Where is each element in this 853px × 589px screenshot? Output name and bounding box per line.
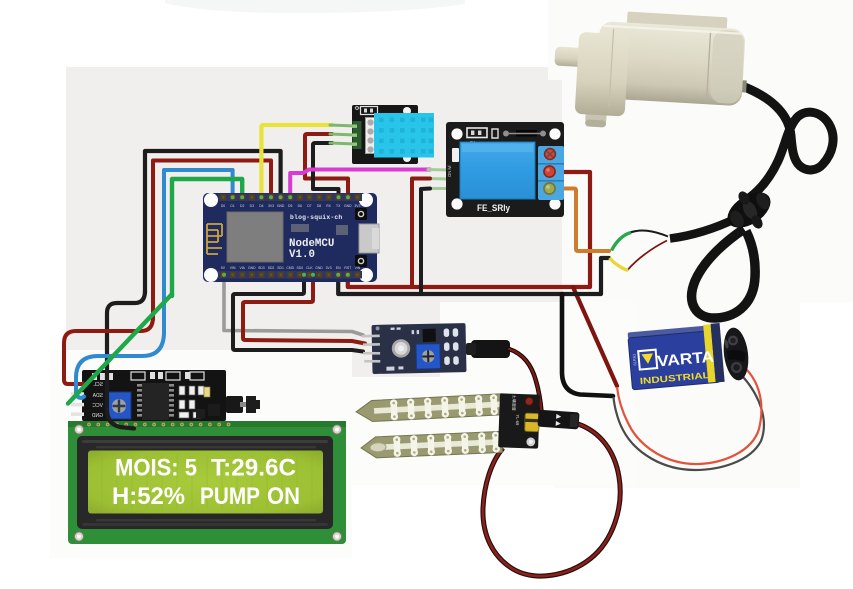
svg-text:T:29.6C: T:29.6C	[211, 455, 296, 482]
svg-text:V1.0: V1.0	[289, 249, 315, 261]
svg-text:EN: EN	[336, 266, 341, 270]
svg-text:RX: RX	[326, 204, 331, 208]
svg-text:TX: TX	[336, 204, 341, 208]
svg-text:VCC: VCC	[92, 403, 103, 409]
svg-text:VARTA: VARTA	[656, 349, 714, 371]
svg-text:D1: D1	[230, 204, 234, 208]
svg-text:D4: D4	[259, 204, 263, 208]
svg-text:3V3: 3V3	[326, 266, 332, 270]
svg-text:ON lvl: ON lvl	[447, 166, 452, 177]
svg-text:6LR61: 6LR61	[631, 353, 637, 366]
svg-text:3V3: 3V3	[268, 204, 274, 208]
svg-text:H:52%: H:52%	[112, 483, 185, 510]
svg-text:SD3: SD3	[258, 266, 265, 270]
svg-text:GND: GND	[315, 266, 323, 270]
svg-text:GND: GND	[277, 204, 285, 208]
svg-text:CLK: CLK	[306, 266, 313, 270]
svg-text:SD1: SD1	[277, 266, 284, 270]
svg-text:ON: ON	[267, 483, 300, 510]
svg-text:土壤湿度: 土壤湿度	[511, 395, 518, 411]
svg-text:D3: D3	[250, 204, 254, 208]
svg-text:GND: GND	[248, 266, 256, 270]
svg-text:D8: D8	[317, 204, 321, 208]
svg-text:GND: GND	[92, 413, 104, 419]
svg-text:D5: D5	[288, 204, 292, 208]
svg-text:MOIS: 5: MOIS: 5	[115, 455, 197, 482]
svg-text:D7: D7	[307, 204, 311, 208]
svg-text:5V: 5V	[221, 266, 226, 270]
svg-text:SDA: SDA	[92, 393, 103, 399]
svg-text:SCL: SCL	[93, 382, 103, 388]
svg-text:YL-69: YL-69	[515, 414, 520, 426]
svg-text:D0: D0	[221, 204, 225, 208]
svg-text:blog-squix-ch: blog-squix-ch	[290, 214, 342, 221]
svg-text:NodeMCU: NodeMCU	[289, 238, 334, 250]
svg-text:CMD: CMD	[286, 266, 294, 270]
svg-text:3V3: 3V3	[354, 204, 360, 208]
svg-text:RST: RST	[344, 266, 351, 270]
svg-text:PUMP: PUMP	[200, 483, 260, 510]
svg-text:SD2: SD2	[268, 266, 275, 270]
svg-text:D2: D2	[240, 204, 244, 208]
svg-text:VIA: VIA	[239, 266, 245, 270]
svg-text:VIN: VIN	[355, 266, 361, 270]
svg-text:SD0: SD0	[296, 266, 303, 270]
svg-text:VIN: VIN	[230, 266, 236, 270]
svg-text:D6: D6	[298, 204, 302, 208]
svg-text:FE_SRly: FE_SRly	[477, 203, 510, 213]
svg-text:GND: GND	[344, 204, 352, 208]
